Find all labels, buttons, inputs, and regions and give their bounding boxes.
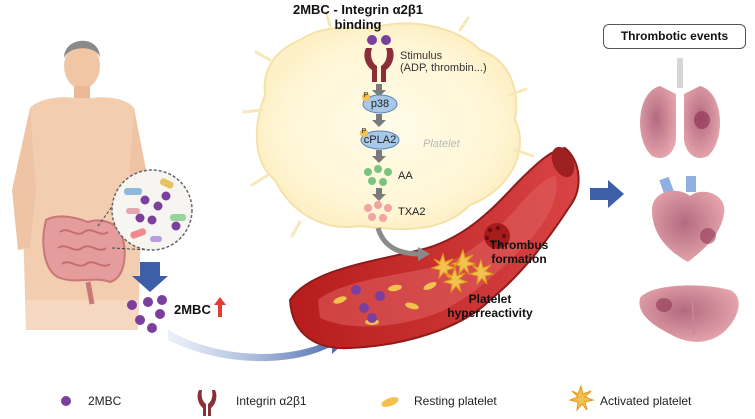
- thrombus: [484, 223, 510, 249]
- mbc-cluster: [127, 295, 167, 333]
- legend-2mbc-dot-icon: [61, 396, 71, 406]
- increase-arrow-icon: [214, 297, 226, 317]
- microbiota-magnifier: [97, 169, 193, 251]
- legend-activated-platelet-icon: [568, 384, 595, 412]
- flow-arrow-icon: [168, 330, 350, 362]
- intestine: [42, 215, 126, 305]
- legend-resting-platelet-icon: [381, 397, 399, 407]
- cpla2-node: [360, 130, 400, 150]
- aa-label: AA: [398, 170, 413, 182]
- phospho-badge: [362, 93, 370, 101]
- hyperreactivity-label: Platelet hyperreactivity: [447, 292, 533, 320]
- integrin-receptor: [364, 35, 394, 82]
- p38-label: p38: [370, 98, 390, 110]
- phospho-label: P: [363, 92, 369, 99]
- legend: 2MBC Integrin α2β1 Resting platelet Acti…: [0, 388, 755, 414]
- heart: [652, 176, 725, 262]
- txa2-molecules: [364, 201, 392, 222]
- arrowhead-icon: [418, 247, 430, 261]
- stimulus-label: Stimulus (ADP, thrombin...): [400, 50, 487, 74]
- phospho-label: P: [361, 128, 367, 135]
- platelet-cell: [242, 10, 535, 238]
- organs-arrow-icon: [590, 180, 624, 208]
- txa2-label: TXA2: [398, 206, 426, 218]
- platelet-label: Platelet: [423, 138, 460, 150]
- legend-label-2mbc: 2MBC: [88, 394, 122, 408]
- liver: [639, 285, 739, 342]
- vessel-contents: [333, 281, 437, 325]
- legend-integrin-icon: [197, 390, 217, 416]
- mbc-label: 2MBC: [174, 302, 211, 317]
- phospho-badge: [360, 129, 368, 137]
- cpla2-label: cPLA2: [363, 134, 397, 146]
- legend-label-resting-platelet: Resting platelet: [414, 394, 497, 408]
- thrombotic-events-title: Thrombotic events: [603, 24, 746, 49]
- txa2-arrow-icon: [375, 227, 421, 257]
- activated-platelets: [430, 248, 495, 294]
- lungs: [640, 58, 720, 159]
- pathway-arrows: [372, 84, 386, 201]
- diagram-title: 2MBC - Integrin α2β1 binding: [292, 2, 424, 32]
- aa-molecules: [364, 165, 392, 186]
- down-arrow-icon: [132, 262, 168, 292]
- p38-node: [362, 94, 398, 114]
- legend-label-integrin: Integrin α2β1: [236, 394, 307, 408]
- thrombus-label: Thrombus formation: [489, 238, 549, 266]
- legend-label-activated-platelet: Activated platelet: [600, 394, 692, 408]
